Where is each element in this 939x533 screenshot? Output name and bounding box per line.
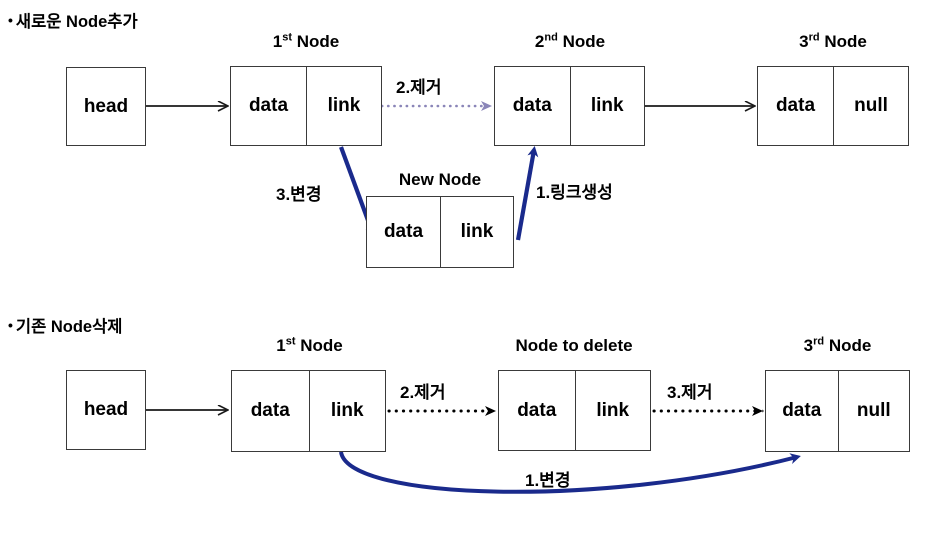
node-delete-3rd-null-cell: null [837,371,910,451]
node-3rd-data-cell: data [775,95,816,116]
node-head-cell-value: head [83,95,129,117]
step-label-insert-3: 3.변경 [276,185,322,204]
node-1st: data link [230,66,382,146]
section-heading-delete: •기존 Node삭제 [8,313,122,337]
node-1st-data-cell: data [248,95,289,116]
step-label-delete-2: 2.제거 [400,383,446,402]
bullet-icon-2: • [8,317,13,333]
caption-node1-suffix: st [282,31,292,44]
caption-newnode: New Node [398,170,482,189]
node-delete-1st-link-cell: link [308,371,386,451]
node-new-link-cell: link [440,197,513,267]
node-new: data link [366,196,514,268]
caption-dnode1-ordinal: 1 [276,336,286,355]
bullet-icon: • [8,12,13,28]
caption-dnode1-suffix: st [285,335,296,348]
section-heading-insert-label: 새로운 Node추가 [15,13,138,31]
node-3rd: data null [757,66,909,146]
caption-dnode3: 3rd Node [765,336,910,356]
caption-node2-rest: Node [557,32,606,51]
caption-dnode1-rest: Node [295,336,343,355]
caption-node2-ordinal: 2 [534,32,545,51]
node-to-delete-data-cell: data [517,399,557,421]
node-new-data-cell: data [383,221,424,242]
caption-node1: 1st Node [230,32,382,52]
caption-deltarget: Node to delete [515,336,633,355]
node-1st-link-cell: link [306,67,381,145]
caption-node3-rest: Node [819,32,867,51]
caption-node3-suffix: rd [808,31,820,44]
node-delete-1st: data link [231,370,386,452]
caption-node2-suffix: nd [544,31,558,44]
step-label-delete-3: 3.제거 [667,383,713,402]
caption-node3: 3rd Node [757,32,909,52]
node-head: head [66,67,146,146]
caption-node3-ordinal: 3 [799,32,809,51]
step-label-insert-2: 2.제거 [396,78,442,97]
connector-newnode-to-node2 [515,146,539,241]
caption-node1-ordinal: 1 [272,32,283,51]
caption-dnode3-rest: Node [824,336,872,355]
node-3rd-null-cell: null [833,67,908,145]
step-label-insert-1: 1.링크생성 [536,183,613,202]
node-to-delete: data link [498,370,651,451]
caption-node2: 2nd Node [494,32,646,52]
node-head-2-cell-value: head [83,399,129,420]
section-heading-delete-label: 기존 Node삭제 [15,318,123,336]
node-2nd-link-cell: link [569,67,645,145]
caption-dnode3-suffix: rd [813,335,825,348]
caption-dnode1: 1st Node [232,336,387,356]
caption-node1-rest: Node [292,32,340,51]
node-delete-1st-data-cell: data [250,400,290,421]
step-label-delete-1: 1.변경 [525,471,571,490]
node-delete-3rd: data null [765,370,910,452]
node-delete-3rd-data-cell: data [782,400,822,421]
node-2nd: data link [494,66,645,146]
node-to-delete-link-cell: link [574,371,651,450]
caption-dnode3-ordinal: 3 [803,336,814,355]
section-heading-insert: •새로운 Node추가 [8,8,138,32]
node-head-2: head [66,370,146,450]
node-2nd-data-cell: data [512,95,552,116]
